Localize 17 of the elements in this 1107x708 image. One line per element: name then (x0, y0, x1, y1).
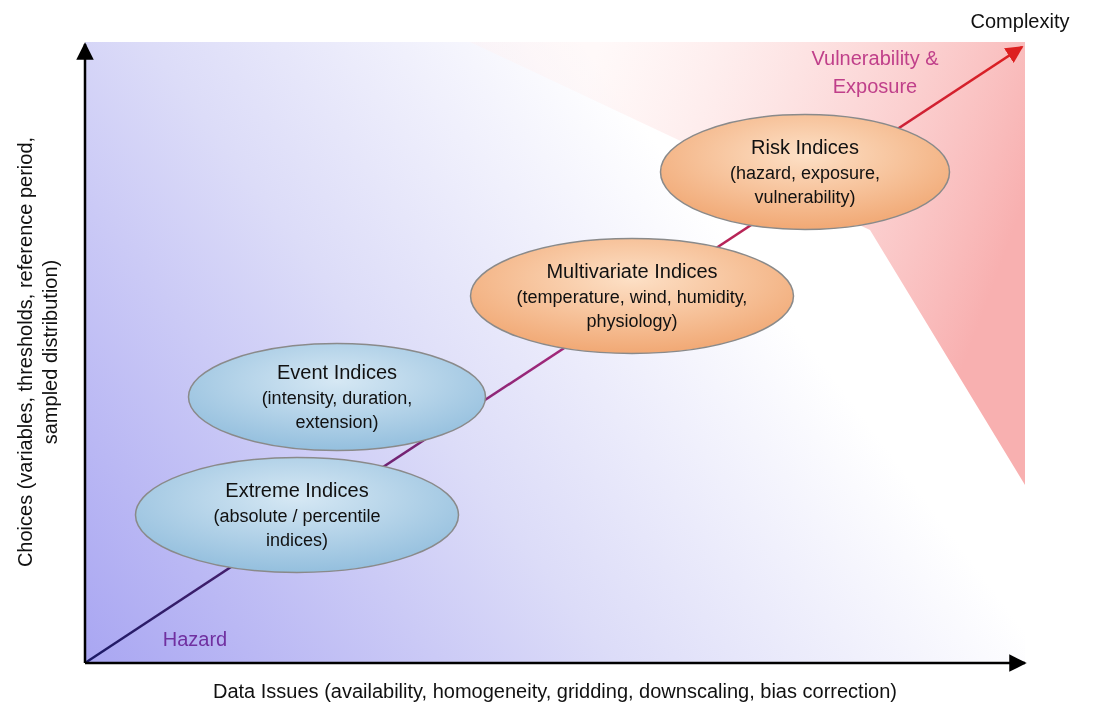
node-description: (hazard, exposure, vulnerability) (728, 161, 882, 209)
zone-label: Vulnerability & Exposure (810, 46, 940, 99)
node-heading: Risk Indices (751, 135, 859, 159)
node-heading: Event Indices (276, 360, 398, 384)
ellipse-node (659, 113, 951, 231)
axis-title: Data Issues (availability, homogeneity, gridding, downscaling, bias correction) (211, 680, 898, 703)
node-description: (temperature, wind, humidity, physiology) (515, 285, 749, 333)
axis-title: Complexity (969, 10, 1071, 33)
ellipse-node (187, 342, 487, 452)
node-heading: Multivariate Indices (546, 259, 718, 283)
ellipse-node (134, 456, 460, 574)
node-description: (absolute / percentile indices) (212, 504, 382, 552)
node-heading: Extreme Indices (225, 478, 369, 502)
node-description: (intensity, duration, extension) (260, 386, 414, 434)
ellipse-node (469, 237, 795, 355)
axis-title: Choices (variables, thresholds, reference period, sampled distribution) (13, 135, 62, 570)
zone-label: Hazard (161, 628, 229, 651)
